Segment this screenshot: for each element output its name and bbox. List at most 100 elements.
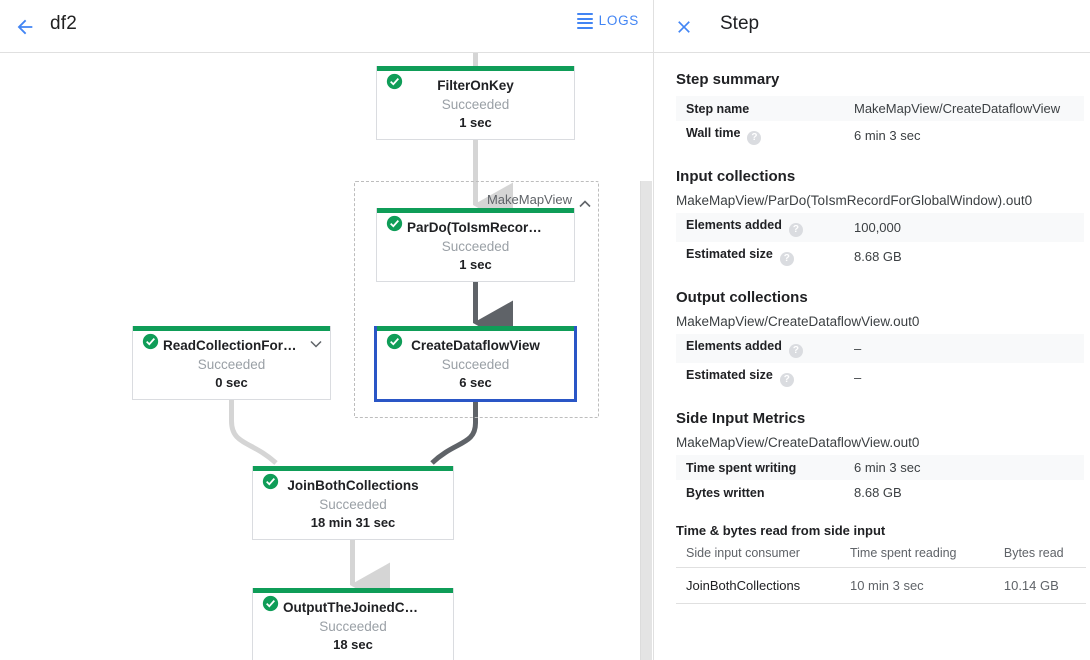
row-value: MakeMapView/CreateDataflowView (844, 96, 1084, 121)
table-row: Estimated size? – (676, 363, 1084, 392)
row-label: Wall time (686, 126, 741, 140)
graph-node-pardo[interactable]: ParDo(ToIsmRecordFor… Succeeded 1 sec (376, 208, 575, 282)
graph-node-joinbothcollections[interactable]: JoinBothCollections Succeeded 18 min 31 … (252, 466, 454, 540)
step-panel-header: Step (654, 0, 1090, 53)
check-circle-icon (386, 215, 403, 232)
row-value: 100,000 (844, 213, 1084, 242)
row-value: 8.68 GB (854, 485, 902, 500)
row-label: Elements added (686, 339, 782, 353)
help-icon[interactable]: ? (779, 373, 794, 387)
logs-button[interactable]: LOGS (576, 13, 639, 29)
check-circle-icon (386, 333, 403, 350)
graph-scrollbar[interactable] (640, 53, 652, 660)
table-row: Wall time? 6 min 3 sec (676, 121, 1084, 150)
input-collection-name: MakeMapView/ParDo(ToIsmRecordForGlobalWi… (676, 193, 1033, 208)
page-title: df2 (50, 13, 78, 34)
node-title: CreateDataflowView (411, 338, 540, 353)
job-graph-canvas[interactable]: MakeMapView FilterOnKey Succeeded 1 sec (0, 53, 653, 660)
output-collection-name: MakeMapView/CreateDataflowView.out0 (676, 314, 920, 329)
list-icon (576, 13, 593, 29)
cell-bytes-read: 10.14 GB (993, 567, 1086, 604)
spacer (676, 392, 1082, 410)
table-row: Elements added? – (676, 334, 1084, 363)
output-collections-heading: Output collections (676, 289, 808, 306)
node-title: FilterOnKey (437, 78, 514, 93)
spacer (676, 150, 1082, 168)
top-app-bar: df2 LOGS (0, 0, 653, 53)
input-collections-heading: Input collections (676, 168, 796, 185)
node-title: ParDo(ToIsmRecordFor… (407, 220, 572, 235)
table-row: Step name MakeMapView/CreateDataflowView (676, 96, 1084, 121)
help-icon[interactable]: ? (788, 223, 803, 237)
row-label: Time spent writing (686, 460, 797, 475)
chevron-up-icon[interactable] (579, 195, 591, 213)
graph-group-label: MakeMapView (486, 192, 572, 207)
node-duration: 1 sec (459, 115, 492, 130)
help-icon[interactable]: ? (747, 131, 762, 145)
row-label: Estimated size (686, 368, 773, 382)
check-circle-icon (386, 73, 403, 90)
side-input-metrics-heading: Side Input Metrics (676, 410, 806, 427)
side-input-collection-name: MakeMapView/CreateDataflowView.out0 (676, 435, 920, 450)
back-arrow-icon[interactable] (10, 12, 40, 42)
table-row: Elements added? 100,000 (676, 213, 1084, 242)
status-bar (253, 466, 453, 471)
node-status: Succeeded (319, 619, 387, 634)
input-collections-table: Elements added? 100,000 Estimated size? … (676, 213, 1084, 271)
cell-side-input-consumer: JoinBothCollections (676, 567, 840, 604)
graph-edges (229, 53, 513, 608)
status-bar (253, 588, 453, 593)
side-input-read-table: Side input consumer Time spent reading B… (676, 542, 1086, 604)
logs-button-label: LOGS (598, 13, 639, 29)
row-value: – (854, 370, 862, 385)
table-row: Estimated size? 8.68 GB (676, 242, 1084, 271)
node-status: Succeeded (441, 97, 510, 112)
graph-node-readcollectionforjoin[interactable]: ReadCollectionForJoin Succeeded 0 sec (132, 326, 331, 400)
table-row: JoinBothCollections 10 min 3 sec 10.14 G… (676, 567, 1086, 604)
table-row: Time spent writing 6 min 3 sec (676, 455, 1084, 480)
step-summary-table: Step name MakeMapView/CreateDataflowView… (676, 96, 1084, 150)
job-graph-pane: df2 LOGS (0, 0, 653, 660)
graph-scrollbar-thumb[interactable] (640, 181, 652, 660)
help-icon[interactable]: ? (779, 252, 794, 266)
check-circle-icon (262, 473, 279, 490)
column-header-time-spent-reading: Time spent reading (839, 542, 994, 568)
row-value: 6 min 3 sec (854, 128, 921, 143)
node-status: Succeeded (319, 497, 387, 512)
graph-node-outputthejoinedcollection[interactable]: OutputTheJoinedCollec… Succeeded 18 sec (252, 588, 454, 660)
step-panel-body: Step summary Step name MakeMapView/Creat… (654, 53, 1090, 660)
close-icon[interactable] (670, 13, 698, 41)
graph-group-makemapview[interactable]: MakeMapView (354, 181, 599, 418)
status-bar (133, 326, 330, 331)
row-value: 8.68 GB (854, 249, 902, 264)
node-duration: 1 sec (459, 257, 492, 272)
status-bar (377, 66, 574, 71)
graph-node-createdataflowview[interactable]: CreateDataflowView Succeeded 6 sec (374, 326, 577, 402)
check-circle-icon (142, 333, 159, 350)
column-header-bytes-read: Bytes read (993, 542, 1086, 568)
row-label: Step name (686, 101, 750, 116)
row-value: 6 min 3 sec (844, 455, 1084, 480)
node-duration: 0 sec (215, 375, 248, 390)
column-header-side-input-consumer: Side input consumer (676, 542, 840, 568)
row-label: Elements added (686, 218, 782, 232)
status-bar (377, 208, 574, 213)
node-title: JoinBothCollections (287, 478, 419, 493)
help-icon[interactable]: ? (788, 344, 803, 358)
graph-node-filteronkey[interactable]: FilterOnKey Succeeded 1 sec (376, 66, 575, 140)
chevron-down-icon[interactable] (310, 335, 322, 353)
node-status: Succeeded (441, 239, 510, 254)
step-details-panel: Step Step summary Step name MakeMapView/… (653, 0, 1090, 660)
spacer (676, 271, 1082, 289)
node-title: ReadCollectionForJoin (163, 338, 311, 353)
output-collections-table: Elements added? – Estimated size? – (676, 334, 1084, 392)
step-panel-title: Step (720, 13, 760, 34)
status-bar (377, 326, 574, 331)
node-status: Succeeded (197, 357, 266, 372)
node-status: Succeeded (441, 357, 510, 372)
table-row: Bytes written 8.68 GB (676, 480, 1084, 505)
cell-time-spent-reading: 10 min 3 sec (839, 567, 994, 604)
node-duration: 18 min 31 sec (310, 515, 396, 530)
node-duration: 18 sec (333, 637, 373, 652)
row-label: Bytes written (686, 485, 765, 500)
